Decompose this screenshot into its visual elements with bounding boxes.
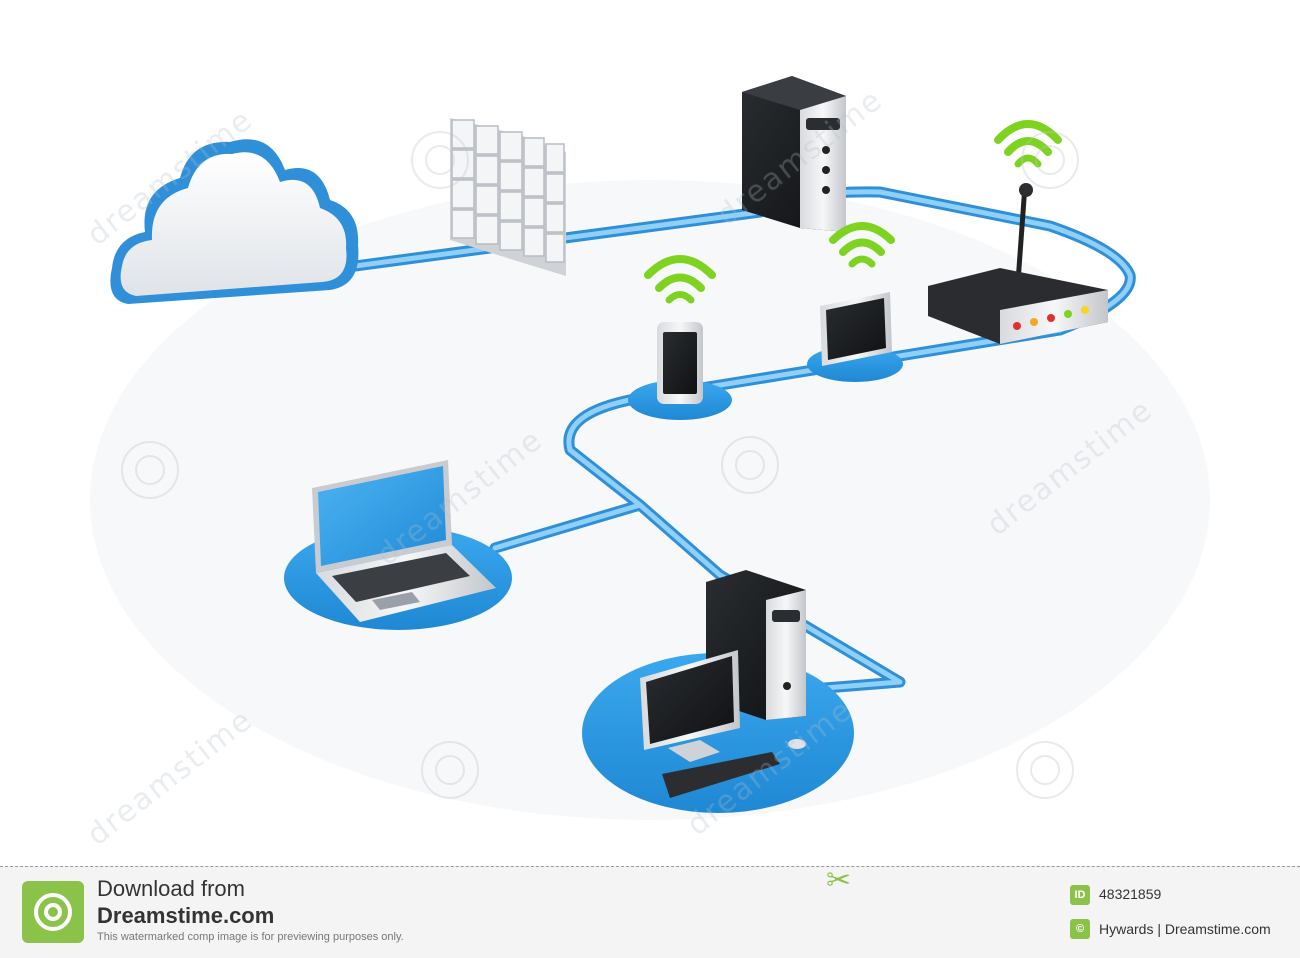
image-id: 48321859 [1099, 886, 1162, 902]
router-wifi-icon [994, 120, 1062, 168]
copyright-icon: © [1070, 919, 1090, 939]
laptop-node [284, 460, 512, 630]
scissors-icon: ✂ [826, 864, 852, 897]
laptop-icon [312, 460, 496, 622]
tablet-icon [820, 292, 892, 366]
disclaimer-text: This watermarked comp image is for previ… [97, 931, 404, 943]
router-icon [928, 183, 1108, 344]
cloud-icon [110, 139, 359, 304]
download-site-link[interactable]: Dreamstime.com [97, 903, 275, 928]
dreamstime-logo-icon [22, 881, 84, 943]
firewall-icon [450, 118, 566, 276]
tablet-wifi-icon [829, 222, 895, 268]
image-credit: Hywards | Dreamstime.com [1099, 921, 1271, 937]
smartphone-node [628, 322, 732, 420]
network-diagram [110, 76, 1136, 813]
smartphone-icon [657, 322, 703, 404]
id-badge-icon: ID [1070, 885, 1090, 905]
desktop-computer-icon [640, 570, 806, 798]
watermark [121, 131, 1079, 799]
tablet-node [807, 292, 903, 382]
phone-wifi-icon [644, 255, 716, 304]
desktop-node [582, 570, 854, 813]
download-footer [0, 866, 1300, 958]
download-from-text: Download from [97, 876, 245, 901]
server-icon [742, 76, 846, 232]
